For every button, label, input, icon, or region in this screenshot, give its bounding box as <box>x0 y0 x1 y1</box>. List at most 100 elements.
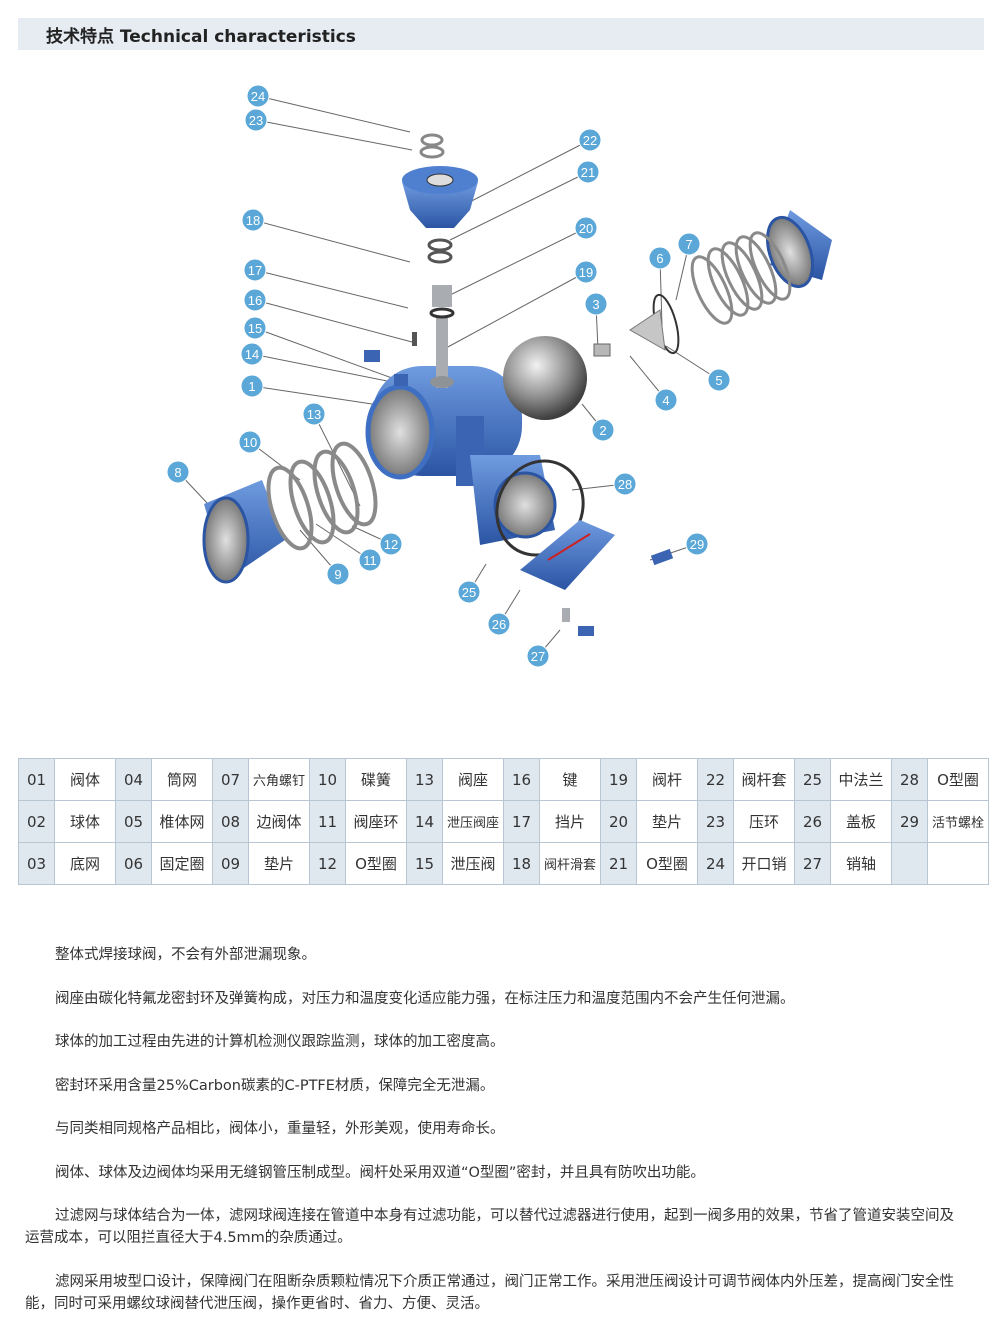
part-name-cell: 阀杆滑套 <box>539 842 601 885</box>
callout-badge <box>457 580 481 604</box>
part-number-cell <box>891 842 928 885</box>
callout-number: 10 <box>243 435 257 450</box>
pin-head <box>578 626 594 636</box>
callout-number: 22 <box>583 133 597 148</box>
callout-leader <box>255 119 413 151</box>
feature-paragraph: 阀座由碳化特氟龙密封环及弹簧构成，对压力和温度变化适应能力强，在标注压力和温度范… <box>55 990 795 1007</box>
callout-number: 7 <box>685 237 692 252</box>
callout-number: 2 <box>599 423 606 438</box>
part-number-cell: 28 <box>891 758 928 801</box>
part-name-cell: O型圈 <box>345 842 407 885</box>
part-name-cell: 泄压阀 <box>442 842 504 885</box>
cover-plate-mark <box>547 533 591 561</box>
callout-badge <box>576 160 600 184</box>
side-body-left-bore <box>202 496 250 584</box>
callout-badge <box>379 532 403 556</box>
callout-badge <box>613 472 637 496</box>
part-number-cell: 08 <box>212 800 249 843</box>
callout-number: 26 <box>492 617 506 632</box>
callout-badge <box>487 612 511 636</box>
part-name-cell: 中法兰 <box>830 758 892 801</box>
part-name-cell: 固定圈 <box>151 842 213 885</box>
callout-number: 8 <box>174 465 181 480</box>
callout-number: 24 <box>251 89 265 104</box>
stem-o-ring <box>429 307 455 319</box>
callout-badge <box>574 260 598 284</box>
callout-number: 17 <box>248 263 262 278</box>
valve-body-bore <box>365 384 435 480</box>
part-name-cell: 活节螺栓 <box>927 800 989 843</box>
callout-leader <box>439 227 587 301</box>
pin-shaft <box>562 608 570 622</box>
part-name-cell: 压环 <box>733 800 795 843</box>
callout-number: 20 <box>579 221 593 236</box>
key <box>412 332 417 346</box>
callout-number: 13 <box>307 407 321 422</box>
part-number-cell: 15 <box>406 842 443 885</box>
part-number-cell: 19 <box>600 758 637 801</box>
spring-ring-right <box>706 247 750 317</box>
part-number-cell: 17 <box>503 800 540 843</box>
callout-badge <box>578 128 602 152</box>
callout-leader <box>254 269 409 309</box>
callout-number: 14 <box>245 347 259 362</box>
callout-number: 1 <box>248 379 255 394</box>
callout-badge <box>166 460 190 484</box>
callout-badge <box>358 548 382 572</box>
feature-paragraph: 与同类相同规格产品相比，阀体小，重量轻，外形美观，使用寿命长。 <box>55 1121 505 1137</box>
feature-paragraph: 过滤网与球体结合为一体，滤网球阀连接在管道中本身有过滤功能，可以替代过滤器进行使… <box>25 1208 954 1246</box>
callout-badge <box>591 418 615 442</box>
callout-number: 29 <box>690 537 704 552</box>
part-number-cell: 18 <box>503 842 540 885</box>
callout-number: 25 <box>462 585 476 600</box>
top-flange-bore <box>426 173 454 187</box>
spring-ring-right <box>748 231 792 301</box>
callout-badge <box>244 108 268 132</box>
part-number-cell: 04 <box>115 758 152 801</box>
callout-number: 23 <box>249 113 263 128</box>
part-name-cell: 销轴 <box>830 842 892 885</box>
part-number-cell: 20 <box>600 800 637 843</box>
valve-parts <box>202 133 832 636</box>
callout-leader <box>445 271 587 349</box>
part-name-cell: 边阀体 <box>248 800 310 843</box>
cone-screen <box>629 309 666 351</box>
callout-leader <box>254 299 413 343</box>
callout-number: 19 <box>579 265 593 280</box>
part-number-cell: 01 <box>18 758 55 801</box>
feature-paragraph: 滤网采用坡型口设计，保障阀门在阻断杂质颗粒情况下介质正常通过，阀门正常工作。采用… <box>25 1273 954 1312</box>
seat-ring-left <box>330 441 378 527</box>
part-number-cell: 23 <box>697 800 734 843</box>
callout-badge <box>648 246 672 270</box>
callout-badge <box>243 288 267 312</box>
part-number-cell: 29 <box>891 800 928 843</box>
spring-ring-right <box>690 255 734 325</box>
part-name-cell: 垫片 <box>636 800 698 843</box>
callout-badge <box>707 368 731 392</box>
feature-paragraph: 整体式焊接球阀，不会有外部泄漏现象。 <box>55 947 316 963</box>
part-name-cell: 键 <box>539 758 601 801</box>
side-body-right-bore <box>766 215 814 289</box>
split-pin-ring <box>420 133 444 147</box>
part-callouts: 2423181716151411310891112222120193675422… <box>166 84 731 668</box>
callout-badge <box>526 644 550 668</box>
callout-leader <box>257 95 411 133</box>
callout-number: 18 <box>246 213 260 228</box>
part-name-cell: O型圈 <box>636 842 698 885</box>
part-number-cell: 10 <box>309 758 346 801</box>
callout-number: 15 <box>248 321 262 336</box>
stem-collar <box>430 376 454 388</box>
part-name-cell: 阀杆 <box>636 758 698 801</box>
part-name-cell: 底网 <box>54 842 116 885</box>
part-number-cell: 27 <box>794 842 831 885</box>
part-number-cell: 07 <box>212 758 249 801</box>
relief-valve <box>364 350 380 362</box>
callout-number: 4 <box>662 393 669 408</box>
part-name-cell <box>927 842 989 885</box>
eye-bolt <box>650 548 674 566</box>
callout-badge <box>574 216 598 240</box>
feature-paragraph: 密封环采用含量25%Carbon碳素的C-PTFE材质，保障完全无泄漏。 <box>55 1077 495 1094</box>
